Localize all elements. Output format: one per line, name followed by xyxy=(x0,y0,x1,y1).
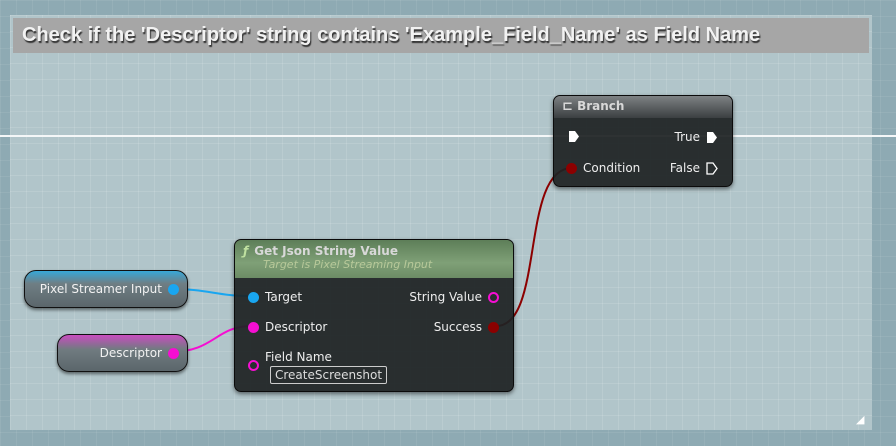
exec-out-icon xyxy=(707,131,717,143)
condition-pin[interactable]: Condition xyxy=(566,161,640,175)
pin-label: Success xyxy=(433,320,482,334)
node-title: Get Json String Value xyxy=(254,244,398,258)
field-name-pin[interactable]: Field Name CreateScreenshot xyxy=(248,350,388,384)
branch-icon: ⊏ xyxy=(562,99,573,114)
node-subtitle: Target is Pixel Streaming Input xyxy=(263,258,433,271)
string-pin[interactable] xyxy=(168,347,179,359)
pin-label: Field Name xyxy=(265,350,332,364)
target-pin[interactable]: Target xyxy=(248,290,302,304)
node-title: Branch xyxy=(577,99,625,113)
variable-label: Descriptor xyxy=(99,346,162,360)
success-pin[interactable]: Success xyxy=(434,320,499,334)
object-pin-icon xyxy=(248,291,259,303)
pin-label: Descriptor xyxy=(265,320,328,334)
true-pin[interactable]: True xyxy=(675,130,719,144)
exec-out-icon xyxy=(706,161,718,175)
branch-node[interactable]: ⊏ Branch True Condition False xyxy=(553,95,733,187)
variable-pixel-streamer-input[interactable]: Pixel Streamer Input xyxy=(24,270,188,308)
pin-label: Condition xyxy=(583,161,641,175)
pin-label: Target xyxy=(265,290,303,304)
bool-pin-icon xyxy=(488,321,499,333)
object-pin[interactable] xyxy=(168,283,179,295)
string-pin-icon xyxy=(488,291,499,303)
branch-header: ⊏ Branch xyxy=(554,96,732,118)
node-header: ƒ Get Json String Value Target is Pixel S… xyxy=(235,240,513,278)
bool-pin-icon xyxy=(566,162,577,174)
pin-label: True xyxy=(674,130,701,144)
get-json-string-value-node[interactable]: ƒ Get Json String Value Target is Pixel S… xyxy=(234,239,514,392)
variable-descriptor[interactable]: Descriptor xyxy=(57,334,188,372)
pin-label: String Value xyxy=(409,290,482,304)
pin-label: False xyxy=(669,161,700,175)
exec-in-pin[interactable] xyxy=(568,130,580,143)
exec-wire xyxy=(0,135,896,137)
descriptor-pin[interactable]: Descriptor xyxy=(248,320,327,334)
resize-handle-icon[interactable]: ◢ xyxy=(856,413,865,426)
string-pin-icon xyxy=(248,360,259,371)
variable-label: Pixel Streamer Input xyxy=(39,282,162,296)
string-pin-icon xyxy=(248,321,259,333)
function-icon: ƒ xyxy=(243,244,249,258)
field-name-input[interactable]: CreateScreenshot xyxy=(270,366,388,384)
false-pin[interactable]: False xyxy=(670,161,718,175)
comment-title[interactable]: Check if the 'Descriptor' string contain… xyxy=(13,18,869,53)
string-value-pin[interactable]: String Value xyxy=(409,290,499,304)
